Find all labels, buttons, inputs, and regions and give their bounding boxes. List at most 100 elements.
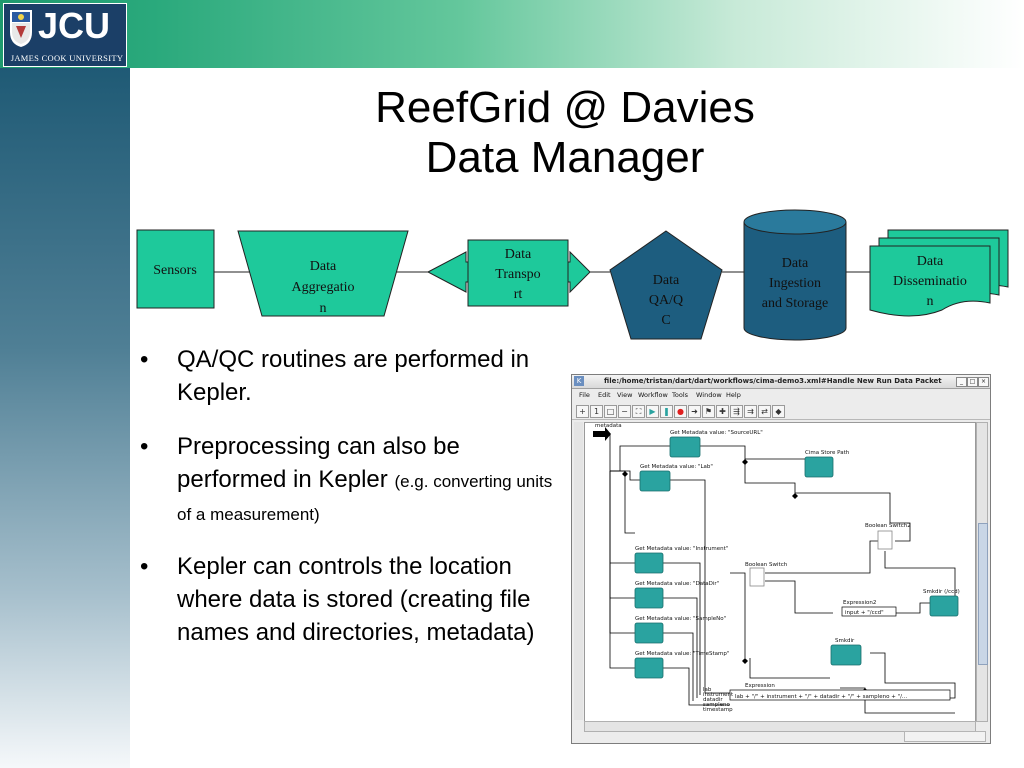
multiport-out-icon[interactable]: ⇶ bbox=[730, 405, 743, 418]
vertical-scrollbar[interactable] bbox=[976, 422, 988, 722]
kepler-window-title: file:/home/tristan/dart/dart/workflows/c… bbox=[604, 377, 942, 385]
metadata-port-icon bbox=[593, 427, 611, 441]
expression-value: lab + "/" + instrument + "/" + datadir +… bbox=[735, 694, 907, 700]
kepler-window: K file:/home/tristan/dart/dart/workflows… bbox=[571, 374, 991, 744]
fullscreen-icon[interactable]: ⛶ bbox=[632, 405, 645, 418]
transport-label-3: rt bbox=[514, 287, 523, 302]
ingestion-label-2: Ingestion bbox=[769, 276, 821, 291]
crest-icon bbox=[10, 10, 32, 47]
zoom-in-icon[interactable]: + bbox=[576, 405, 589, 418]
vertical-scroll-thumb[interactable] bbox=[978, 523, 988, 665]
metadata-port-label: metadata bbox=[595, 423, 622, 429]
qaqc-shape bbox=[609, 230, 723, 340]
transport-label-2: Transpo bbox=[495, 267, 540, 282]
qaqc-label-1: Data bbox=[653, 273, 680, 288]
actor-label: Get Metadata value: "SampleNo" bbox=[635, 616, 726, 622]
kepler-menubar: File Edit View Workflow Tools Window Hel… bbox=[572, 389, 990, 401]
aggregation-label-3: n bbox=[320, 301, 327, 316]
ingestion-label-3: and Storage bbox=[762, 296, 828, 311]
bullet-item: • Preprocessing can also be performed in… bbox=[140, 430, 555, 529]
menu-edit[interactable]: Edit bbox=[598, 391, 611, 399]
aggregation-label-2: Aggregatio bbox=[292, 280, 355, 295]
ingestion-label-1: Data bbox=[782, 256, 809, 271]
maximize-button[interactable]: □ bbox=[967, 377, 978, 387]
actor-label: Get Metadata value: "DataDir" bbox=[635, 581, 719, 587]
header-banner bbox=[0, 0, 1024, 68]
transport-box bbox=[467, 239, 569, 307]
actor-label: Get Metadata value: "SourceURL" bbox=[670, 430, 763, 436]
actor-label: Smkdir bbox=[835, 638, 855, 644]
side-banner bbox=[0, 68, 130, 768]
bullet-item: • Kepler can controls the location where… bbox=[140, 550, 555, 649]
aggregation-label-1: Data bbox=[310, 259, 337, 274]
io-port-icon[interactable]: ✚ bbox=[716, 405, 729, 418]
qaqc-label-3: C bbox=[661, 313, 670, 328]
sensors-label: Sensors bbox=[153, 263, 197, 278]
menu-help[interactable]: Help bbox=[726, 391, 741, 399]
dissemination-label-1: Data bbox=[917, 254, 944, 269]
dissemination-doc-front bbox=[869, 245, 991, 317]
menu-view[interactable]: View bbox=[617, 391, 633, 399]
menu-window[interactable]: Window bbox=[696, 391, 722, 399]
workflow-graph: metadata Get Metadata value: "SourceURL" bbox=[593, 423, 960, 714]
menu-file[interactable]: File bbox=[579, 391, 590, 399]
port-in-icon[interactable]: ⚑ bbox=[702, 405, 715, 418]
menu-tools[interactable]: Tools bbox=[672, 391, 689, 399]
workflow-canvas[interactable]: metadata Get Metadata value: "SourceURL" bbox=[584, 422, 976, 722]
actor-label: Cima Store Path bbox=[805, 450, 850, 456]
transport-label-1: Data bbox=[505, 247, 532, 262]
bullet-text: QA/QC routines are performed in Kepler. bbox=[177, 346, 530, 406]
aggregation-shape bbox=[237, 230, 409, 317]
expression-input: lab bbox=[703, 687, 712, 693]
expression-input: instrument bbox=[703, 692, 734, 698]
actor-label: Smkdir (/ccd) bbox=[923, 589, 960, 595]
close-button[interactable]: × bbox=[978, 377, 989, 387]
zoom-out-icon[interactable]: − bbox=[618, 405, 631, 418]
actor-label: Boolean Switch bbox=[745, 562, 788, 568]
status-field bbox=[904, 731, 986, 742]
actor-label: Get Metadata value: "Lab" bbox=[640, 464, 713, 470]
multiport-io-icon[interactable]: ⇄ bbox=[758, 405, 771, 418]
sensors-box bbox=[136, 229, 215, 309]
bullet-list: • QA/QC routines are performed in Kepler… bbox=[140, 343, 555, 670]
kepler-app-icon: K bbox=[574, 376, 584, 386]
bullet-glyph: • bbox=[140, 346, 149, 373]
ingestion-cylinder bbox=[743, 222, 847, 341]
bullet-glyph: • bbox=[140, 553, 149, 580]
bullet-note: (e.g. converting units of a measurement) bbox=[177, 472, 553, 524]
dissemination-label-2: Disseminatio bbox=[893, 274, 967, 289]
multiport-in-icon[interactable]: ⇉ bbox=[744, 405, 757, 418]
stop-icon[interactable]: ● bbox=[674, 405, 687, 418]
title-line-1: ReefGrid @ Davies bbox=[375, 83, 755, 132]
run-icon[interactable]: ▶ bbox=[646, 405, 659, 418]
slide-title: ReefGrid @ Davies Data Manager bbox=[300, 83, 830, 183]
bullet-glyph: • bbox=[140, 433, 149, 460]
title-line-2: Data Manager bbox=[425, 133, 705, 182]
horizontal-scrollbar[interactable] bbox=[584, 721, 976, 732]
bullet-item: • QA/QC routines are performed in Kepler… bbox=[140, 343, 555, 409]
zoom-reset-icon[interactable]: 1 bbox=[590, 405, 603, 418]
actor-label: Get Metadata value: "TimeStamp" bbox=[635, 651, 729, 657]
expression-input: timestamp bbox=[703, 707, 733, 713]
kepler-toolbar: + 1 □ − ⛶ ▶ ❚ ● ➜ ⚑ ✚ ⇶ ⇉ ⇄ ◆ bbox=[572, 403, 990, 420]
relation-icon[interactable]: ◆ bbox=[772, 405, 785, 418]
expression-input: sampleno bbox=[703, 702, 730, 708]
actor-label: Expression bbox=[745, 683, 775, 689]
jcu-logo: JCU JAMES COOK UNIVERSITY bbox=[3, 3, 127, 67]
dissemination-label-3: n bbox=[927, 294, 934, 309]
logo-subtitle: JAMES COOK UNIVERSITY bbox=[10, 53, 124, 63]
actor-label: Boolean Switch2 bbox=[865, 523, 911, 529]
zoom-fit-icon[interactable]: □ bbox=[604, 405, 617, 418]
actor-label: Get Metadata value: "Instrument" bbox=[635, 546, 728, 552]
expression2-value: input + "/ccd" bbox=[845, 610, 884, 616]
ingestion-cylinder-top bbox=[743, 209, 847, 235]
pause-icon[interactable]: ❚ bbox=[660, 405, 673, 418]
bullet-text: Preprocessing can also be performed in K… bbox=[177, 433, 460, 493]
kepler-titlebar[interactable]: K file:/home/tristan/dart/dart/workflows… bbox=[572, 375, 990, 389]
expression-input: datadir bbox=[703, 697, 723, 703]
bullet-text: Kepler can controls the location where d… bbox=[177, 553, 535, 646]
minimize-button[interactable]: _ bbox=[956, 377, 967, 387]
menu-workflow[interactable]: Workflow bbox=[638, 391, 668, 399]
qaqc-label-2: QA/Q bbox=[649, 293, 683, 308]
port-out-icon[interactable]: ➜ bbox=[688, 405, 701, 418]
